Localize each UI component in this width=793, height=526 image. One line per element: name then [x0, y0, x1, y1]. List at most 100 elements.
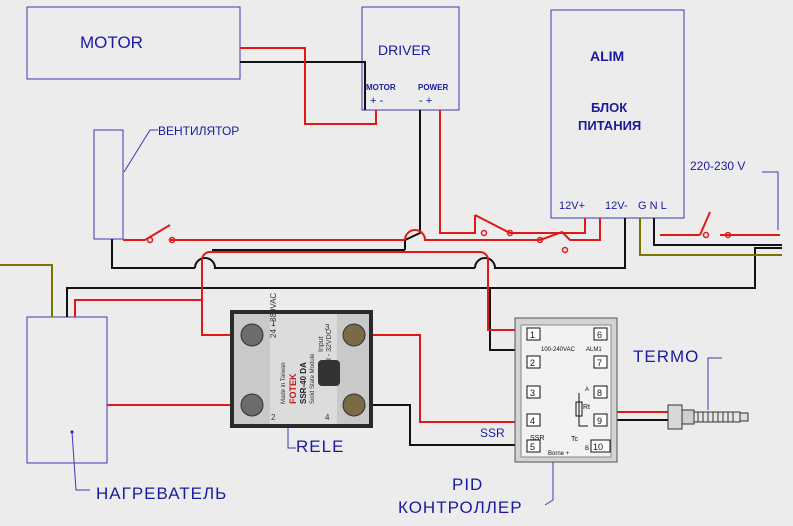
relay-terminal-2: 2 — [271, 413, 276, 422]
pid-terminal-4: 4 — [530, 416, 535, 426]
pid-box-5 — [526, 439, 541, 453]
contact-fan-a — [146, 236, 154, 244]
wire-ssr-minus — [372, 404, 517, 446]
relay-made: Made in Taiwan — [281, 362, 287, 404]
switch-contacts — [146, 229, 732, 254]
pid-box-3 — [526, 385, 541, 399]
fan-leader-line — [123, 129, 158, 173]
pid-terminal-6: 6 — [597, 330, 602, 340]
pid-box-8 — [593, 385, 608, 399]
pid-box-10 — [590, 439, 611, 453]
contact-mains-a — [702, 231, 710, 239]
pid-box-6 — [593, 327, 608, 341]
pid-b: B — [585, 446, 589, 452]
driver-box — [361, 6, 460, 111]
pid-alm: ALM1 — [586, 347, 602, 353]
pid-rt-resistor — [575, 401, 583, 417]
wire-fan-black-b — [194, 257, 475, 269]
wire-ground-heater — [0, 264, 53, 317]
wire-heater-black — [66, 287, 490, 317]
psu-gnl: G N L — [638, 200, 667, 212]
wire-fan-red-d — [539, 218, 601, 241]
motor-box — [26, 6, 241, 80]
pid-voltage: 100-240VAC — [541, 347, 576, 353]
pid-bottom-label: Borne + — [548, 451, 570, 457]
fan-box — [93, 129, 124, 240]
termo-leader-line — [707, 357, 722, 410]
wire-pid-2-red — [479, 251, 517, 331]
pid-box-9 — [593, 413, 608, 427]
driver-motor-label: MOTOR — [366, 83, 396, 92]
mains-label-block: 220-230 V — [690, 159, 779, 230]
pid-label-line1: PID — [452, 475, 483, 494]
pid-terminal-10: 10 — [593, 442, 603, 452]
pid-box-1 — [526, 327, 541, 341]
relay-screw-3 — [342, 323, 366, 347]
relay-model: SSR-40 DA — [299, 362, 308, 404]
contact-fan-b — [168, 236, 176, 244]
driver-label: DRIVER — [378, 42, 431, 58]
relay-in-rating: 3 - 32VDC — [326, 329, 333, 362]
contact-mid-b — [561, 246, 569, 254]
driver-motor-polarity: + - — [370, 95, 383, 107]
wire-heater-red-up — [201, 251, 211, 300]
mains-switch-lever — [699, 211, 711, 236]
relay-brand: FOTEK — [288, 373, 298, 404]
driver-power-polarity: - + — [419, 95, 432, 107]
wire-mains-black — [490, 247, 782, 289]
termo-collar — [681, 409, 695, 425]
fan-label: ВЕНТИЛЯТОР — [158, 124, 239, 138]
relay-out-rating: 24 - 380VAC — [269, 293, 278, 338]
pid-label-line2: КОНТРОЛЛЕР — [398, 498, 523, 517]
wire-driver-power-minus — [404, 110, 421, 250]
wire-pid-1-black — [489, 288, 517, 351]
pid-box-7 — [593, 355, 608, 369]
psu-12v-minus: 12V- — [605, 200, 628, 212]
wires — [0, 47, 782, 446]
thermocouple: TERMO — [633, 347, 749, 430]
pid-box-2 — [526, 355, 541, 369]
pid-terminal-8: 8 — [597, 388, 602, 398]
wire-driver-power-plus — [439, 110, 476, 234]
relay-screw-2 — [240, 393, 264, 417]
ssr-wire-label: SSR — [480, 426, 505, 440]
alim-label: ALIM — [590, 48, 624, 64]
relay-terminal-4: 4 — [325, 413, 330, 422]
psu-block: ALIM БЛОК ПИТАНИЯ 12V+ 12V- G N L — [550, 9, 685, 219]
pid-tc: Tc — [571, 436, 579, 443]
pid-terminal-3: 3 — [530, 388, 535, 398]
wire-fan-black — [111, 239, 195, 269]
pid-terminal-9: 9 — [597, 416, 602, 426]
driver-block: DRIVER MOTOR POWER + - - + — [361, 6, 460, 111]
relay-terminal-3: 3 — [325, 323, 330, 332]
wire-driver-power-switch — [474, 214, 586, 234]
mains-label: 220-230 V — [690, 159, 745, 173]
termo-nut — [667, 404, 683, 430]
relay-terminal-1: 1 — [271, 319, 276, 328]
relay-screw-4 — [342, 393, 366, 417]
fan-block: ВЕНТИЛЯТОР — [93, 124, 239, 240]
pid-ssr-mark: SSR — [530, 435, 544, 442]
wire-heater-red — [74, 299, 202, 317]
driver-power-label: POWER — [418, 83, 448, 92]
wire-fan-red-c — [404, 229, 540, 241]
heater-label: НАГРЕВАТЕЛЬ — [96, 484, 227, 503]
wire-relay-red — [201, 300, 230, 336]
pid-rt: Rt — [583, 404, 590, 411]
contact-mains-b — [724, 231, 732, 239]
relay-led-window — [318, 360, 340, 386]
contact-driver-b — [506, 229, 514, 237]
mains-leader-line — [762, 171, 779, 230]
psu-12v-plus: 12V+ — [559, 200, 585, 212]
wire-motor-plus — [240, 47, 377, 125]
termo-label: TERMO — [633, 347, 699, 366]
heater-block: НАГРЕВАТЕЛЬ — [26, 316, 227, 503]
psu-label-line2: ПИТАНИЯ — [578, 118, 641, 133]
wire-ssr-plus — [372, 334, 517, 423]
pid-rt-line — [578, 393, 588, 427]
contact-mid-a — [536, 236, 544, 244]
heater-box — [26, 316, 108, 464]
rele-leader-line — [287, 428, 296, 449]
pid-a: A — [585, 387, 589, 393]
